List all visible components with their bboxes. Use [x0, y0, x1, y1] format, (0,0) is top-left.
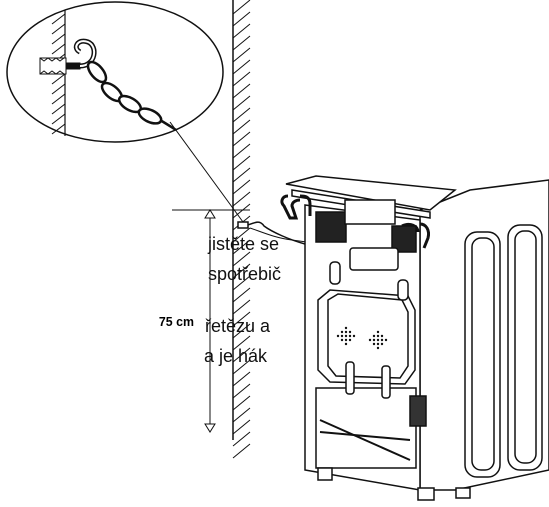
- instruction-line-3: řetězu a: [205, 316, 271, 336]
- instruction-line-4: a je hák: [204, 346, 268, 366]
- instruction-line-1: jistěte se: [208, 234, 280, 254]
- cooker-appliance: [280, 175, 549, 501]
- dimension-label: 75 cm: [158, 314, 194, 329]
- wall-plug-icon: [39, 57, 81, 75]
- fan-grille-icon: [336, 326, 388, 350]
- wall: [232, 0, 251, 459]
- instruction-line-2: spotřebič: [208, 264, 282, 284]
- detail-zoom-circle: [6, 1, 244, 223]
- dimension-line: [172, 209, 250, 433]
